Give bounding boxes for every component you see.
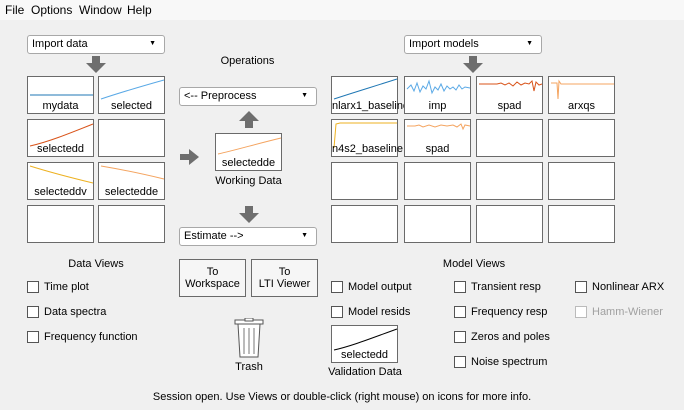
arrow-down-icon [239, 206, 259, 223]
model-tile-spad[interactable]: spad [476, 76, 543, 114]
frequency-resp-label: Frequency resp [471, 306, 548, 318]
data-tile-label: selecteddv [34, 186, 87, 198]
data-tile-mydata[interactable]: mydata [27, 76, 94, 114]
preprocess-label: <-- Preprocess [184, 90, 257, 102]
transient-resp-label: Transient resp [471, 281, 541, 293]
status-text: Session open. Use Views or double-click … [152, 391, 532, 403]
menu-bar: File Options Window Help [0, 0, 684, 20]
data-tile-label: selectedde [104, 186, 159, 198]
working-data-label: Working Data [215, 175, 282, 187]
noise-spectrum-label: Noise spectrum [471, 356, 548, 368]
model-resids-label: Model resids [348, 306, 411, 318]
model-output-label: Model output [348, 281, 412, 293]
data-tile-empty[interactable] [98, 119, 165, 157]
model-tile-nlarx1-baseline[interactable]: nlarx1_baseline [331, 76, 410, 114]
model-tile-empty[interactable] [404, 162, 471, 200]
import-data-dropdown[interactable]: Import data ▼ [27, 35, 165, 54]
estimate-dropdown[interactable]: Estimate --> ▼ [179, 227, 317, 246]
model-tile-empty[interactable] [476, 162, 543, 200]
model-tile-label: arxqs [568, 100, 595, 112]
model-tile-imp[interactable]: imp [404, 76, 471, 114]
data-tile-empty[interactable] [27, 205, 94, 243]
model-tile-empty[interactable] [548, 205, 615, 243]
menu-options[interactable]: Options [31, 3, 73, 17]
zeros-poles-checkbox[interactable] [454, 331, 466, 343]
arrow-down-icon [463, 56, 483, 73]
to-lti-viewer-button[interactable]: To LTI Viewer [251, 259, 318, 297]
to-lti-line1: To [278, 266, 291, 278]
model-tile-label: spad [497, 100, 522, 112]
chevron-down-icon: ▼ [301, 92, 308, 99]
model-tile-n4s2-baseline[interactable]: n4s2_baseline [331, 119, 403, 157]
model-tile-empty[interactable] [476, 119, 543, 157]
import-models-dropdown[interactable]: Import models ▼ [404, 35, 542, 54]
data-tile-label: selectedd [36, 143, 85, 155]
data-tile-selecteddv[interactable]: selecteddv [27, 162, 94, 200]
trash-icon[interactable] [234, 318, 264, 358]
model-tile-spad-2[interactable]: spad [404, 119, 471, 157]
data-spectra-label: Data spectra [44, 306, 107, 318]
validation-data-tile[interactable]: selectedd [331, 325, 398, 363]
model-tile-empty[interactable] [548, 162, 615, 200]
data-tile-selectedde[interactable]: selectedde [98, 162, 165, 200]
estimate-label: Estimate --> [184, 230, 244, 242]
model-tile-empty[interactable] [331, 162, 398, 200]
data-tile-label: mydata [42, 100, 79, 112]
data-tile-empty[interactable] [98, 205, 165, 243]
chevron-down-icon: ▼ [526, 40, 533, 47]
time-plot-checkbox[interactable] [27, 281, 39, 293]
hamm-wiener-checkbox [575, 306, 587, 318]
model-tile-empty[interactable] [476, 205, 543, 243]
import-data-label: Import data [32, 38, 88, 50]
model-tile-label: nlarx1_baseline [332, 100, 410, 112]
validation-data-name: selectedd [340, 349, 389, 361]
validation-data-label: Validation Data [328, 366, 402, 378]
chevron-down-icon: ▼ [301, 232, 308, 239]
zeros-poles-label: Zeros and poles [471, 331, 550, 343]
model-output-checkbox[interactable] [331, 281, 343, 293]
nonlinear-arx-label: Nonlinear ARX [592, 281, 665, 293]
working-data-name: selectedde [221, 157, 276, 169]
noise-spectrum-checkbox[interactable] [454, 356, 466, 368]
model-views-title: Model Views [442, 258, 506, 270]
data-tile-label: selected [111, 100, 152, 112]
arrow-down-icon [86, 56, 106, 73]
to-workspace-button[interactable]: To Workspace [179, 259, 246, 297]
time-plot-label: Time plot [44, 281, 89, 293]
arrow-up-icon [239, 111, 259, 128]
model-tile-label: n4s2_baseline [332, 143, 403, 155]
working-data-tile[interactable]: selectedde [215, 133, 282, 171]
model-tile-label: imp [428, 100, 447, 112]
frequency-resp-checkbox[interactable] [454, 306, 466, 318]
menu-help[interactable]: Help [127, 3, 152, 17]
to-lti-line2: LTI Viewer [258, 278, 311, 290]
nonlinear-arx-checkbox[interactable] [575, 281, 587, 293]
arrow-right-icon [180, 149, 199, 165]
menu-window[interactable]: Window [79, 3, 122, 17]
model-tile-empty[interactable] [548, 119, 615, 157]
data-spectra-checkbox[interactable] [27, 306, 39, 318]
trash-label: Trash [235, 361, 263, 373]
chevron-down-icon: ▼ [149, 40, 156, 47]
data-views-title: Data Views [68, 258, 124, 270]
to-workspace-line1: To [206, 266, 219, 278]
frequency-function-label: Frequency function [44, 331, 138, 343]
transient-resp-checkbox[interactable] [454, 281, 466, 293]
model-tile-empty[interactable] [404, 205, 471, 243]
hamm-wiener-label: Hamm-Wiener [592, 306, 663, 318]
preprocess-dropdown[interactable]: <-- Preprocess ▼ [179, 87, 317, 106]
model-tile-label: spad [425, 143, 450, 155]
model-tile-arxqs[interactable]: arxqs [548, 76, 615, 114]
import-models-label: Import models [409, 38, 479, 50]
model-resids-checkbox[interactable] [331, 306, 343, 318]
data-tile-selectedd[interactable]: selectedd [27, 119, 94, 157]
operations-title: Operations [220, 55, 275, 67]
frequency-function-checkbox[interactable] [27, 331, 39, 343]
menu-file[interactable]: File [5, 3, 25, 17]
to-workspace-line2: Workspace [185, 278, 240, 290]
data-tile-selected[interactable]: selected [98, 76, 165, 114]
model-tile-empty[interactable] [331, 205, 398, 243]
